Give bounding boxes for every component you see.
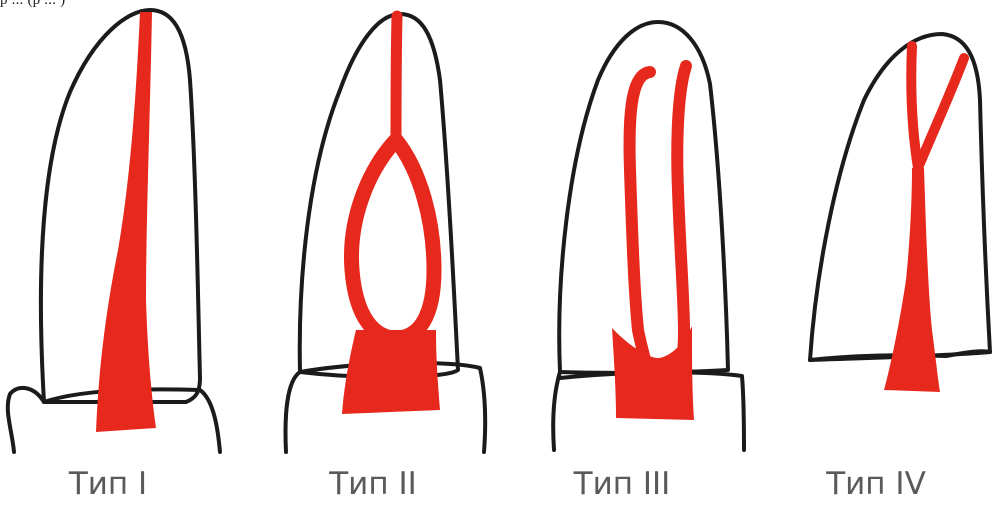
tooth-type-3-drawing xyxy=(498,0,746,509)
tooth-type-4-drawing xyxy=(746,0,992,509)
type-2-label: Тип II xyxy=(283,462,463,506)
canal-type-4-left-branch xyxy=(911,46,918,168)
tooth-type-3: Тип III xyxy=(498,0,746,509)
type-3-label: Тип III xyxy=(532,462,712,506)
type-1-label: Тип I xyxy=(18,462,198,506)
tooth-type-4: Тип IV xyxy=(746,0,992,509)
canal-type-3-right xyxy=(677,66,686,372)
tooth-type-1-drawing xyxy=(0,0,248,509)
tooth-type-2-outline xyxy=(300,14,458,377)
canal-type-4-right-branch xyxy=(918,58,964,168)
tooth-type-4-outline xyxy=(810,34,990,360)
canal-type-2-loop xyxy=(351,140,434,338)
canal-type-1 xyxy=(96,12,156,432)
type-4-label: Тип IV xyxy=(786,462,966,506)
tooth-type-2: Тип II xyxy=(248,0,498,509)
tooth-type-2-drawing xyxy=(248,0,498,509)
canal-type-2-lower xyxy=(342,330,440,414)
canal-type-3-left xyxy=(630,72,650,372)
canal-type-2-upper xyxy=(396,16,397,140)
tooth-type-1: Тип I xyxy=(0,0,248,509)
canal-type-4-lower xyxy=(884,168,940,392)
